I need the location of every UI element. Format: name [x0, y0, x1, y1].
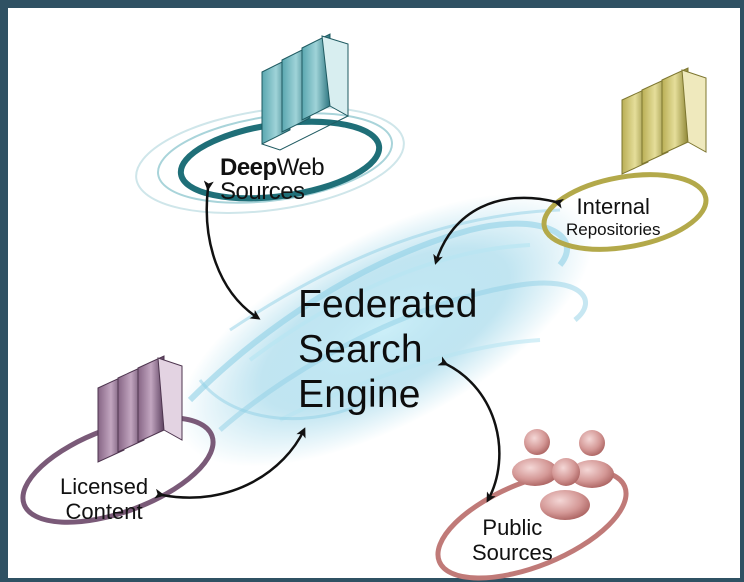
internal-line1: Internal [576, 194, 650, 219]
internal-label: Internal Repositories [566, 195, 661, 241]
public-line1: Public [482, 515, 543, 540]
public-node [435, 429, 629, 581]
arrow-public [437, 356, 501, 503]
deep-web-node [135, 33, 405, 214]
center-node-label: Federated Search Engine [298, 282, 478, 417]
deep-web-line2: Sources [220, 178, 305, 205]
deep-web-word2: Web [276, 154, 325, 181]
arrow-deep-web [203, 180, 261, 320]
connection-arrows [154, 180, 565, 503]
center-label-line3: Engine [298, 373, 421, 416]
people-group-icon [512, 429, 614, 520]
server-rack-icon [97, 355, 183, 463]
server-rack-icon [261, 33, 349, 151]
deep-web-label: DeepWeb Sources [220, 154, 325, 205]
public-line2: Sources [472, 540, 553, 565]
server-rack-icon [621, 67, 707, 175]
deep-web-word1: Deep [220, 154, 277, 181]
licensed-line2: Content [65, 499, 143, 524]
public-label: Public Sources [472, 515, 553, 565]
arrow-licensed [154, 427, 306, 499]
internal-line2: Repositories [566, 220, 661, 239]
internal-node [541, 67, 709, 252]
center-label-line1: Federated [298, 283, 478, 326]
licensed-label: Licensed Content [60, 474, 148, 524]
arrow-internal [433, 196, 565, 265]
licensed-line1: Licensed [60, 474, 149, 499]
center-label-line2: Search [298, 328, 423, 371]
